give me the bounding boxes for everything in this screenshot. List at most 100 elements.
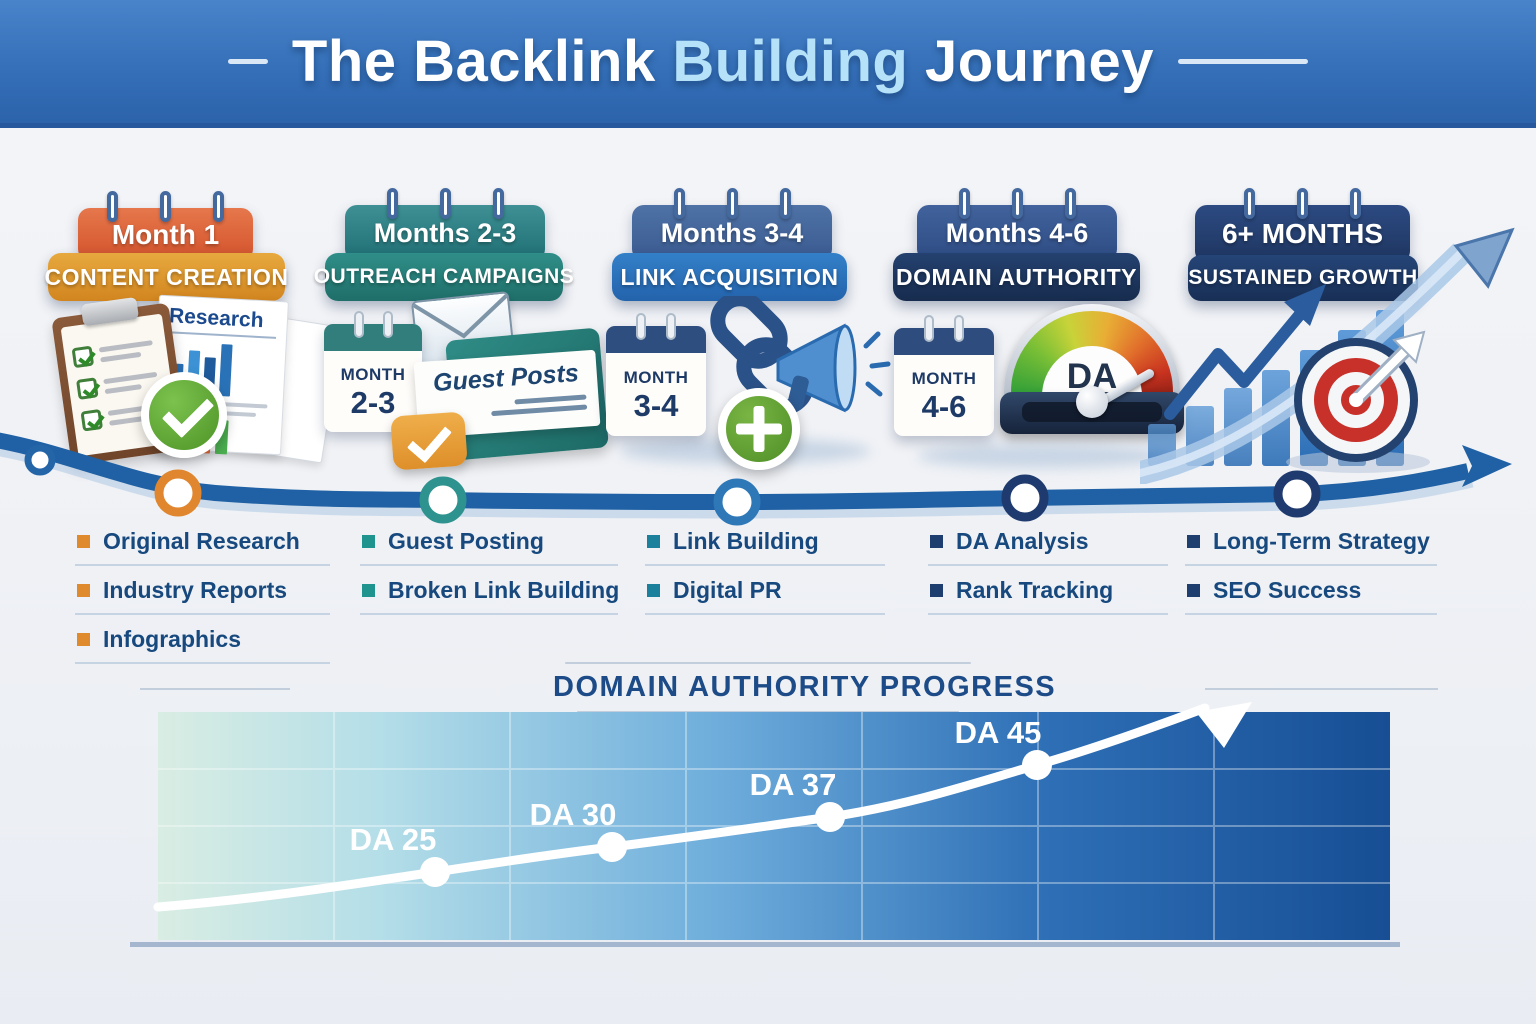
list-item: Long-Term Strategy <box>1185 524 1437 566</box>
bullet-square-icon <box>1187 584 1200 597</box>
bullet-label: DA Analysis <box>956 528 1089 554</box>
data-label-da30: DA 30 <box>530 797 617 832</box>
stage2-phase-pill: OUTREACH CAMPAIGNS <box>314 253 574 301</box>
stage4-icon-cluster: MONTH 4-6 DA <box>888 298 1188 470</box>
stage5-phase-pill: SUSTAINED GROWTH <box>1188 255 1418 301</box>
stage1-month-card: Month 1 <box>78 191 253 261</box>
timeline-node-stage1 <box>154 469 202 517</box>
bullet-square-icon <box>362 535 375 548</box>
bullet-square-icon <box>362 584 375 597</box>
mini-calendar-month-range: 2-3 <box>350 384 396 420</box>
list-item: Infographics <box>75 622 330 664</box>
stage2-bullet-list: Guest Posting Broken Link Building <box>360 524 619 622</box>
chart-title-left-dash <box>140 688 290 690</box>
binder-rings-icon <box>345 188 545 219</box>
timeline-node-stage4 <box>1001 474 1049 522</box>
stage4-month-label: Months 4-6 <box>945 217 1089 248</box>
binder-rings-icon <box>917 188 1117 219</box>
stage2-icon-cluster: MONTH 2-3 Guest Posts <box>322 291 612 471</box>
stage5-month-label: 6+ MONTHS <box>1221 218 1384 249</box>
bullet-label: Rank Tracking <box>956 577 1114 603</box>
envelope-icon <box>410 291 516 365</box>
binder-rings-icon <box>632 188 832 219</box>
list-item: DA Analysis <box>928 524 1168 566</box>
bullet-label: SEO Success <box>1213 577 1362 603</box>
research-doc-title: Research <box>168 304 278 339</box>
megaphone-icon <box>776 323 891 413</box>
stage4-month-card: Months 4-6 <box>917 188 1117 261</box>
list-item: Link Building <box>645 524 885 566</box>
binder-rings-icon <box>78 191 253 222</box>
stage4-phase-pill: DOMAIN AUTHORITY <box>893 253 1140 301</box>
binder-rings-icon <box>1195 188 1410 219</box>
stage3-month-label: Months 3-4 <box>660 217 804 248</box>
data-label-da25: DA 25 <box>350 822 437 857</box>
cluster-shadow <box>918 444 1168 468</box>
bullet-label: Original Research <box>103 528 300 554</box>
timeline-node-stage5 <box>1273 470 1321 518</box>
list-item: Broken Link Building <box>360 573 619 615</box>
bullet-label: Link Building <box>673 528 819 554</box>
list-item: Original Research <box>75 524 330 566</box>
stage1-phase-pill: CONTENT CREATION <box>45 253 288 301</box>
bullet-label: Industry Reports <box>103 577 288 603</box>
trend-arrowhead-icon <box>1196 702 1252 748</box>
stage3-bullet-list: Link Building Digital PR <box>645 524 885 622</box>
chart-title-right-dash <box>1205 688 1438 690</box>
stage1-bullet-list: Original Research Industry Reports Infog… <box>75 524 330 671</box>
data-label-da37: DA 37 <box>750 767 837 802</box>
bullet-label: Infographics <box>103 626 242 652</box>
bullet-square-icon <box>647 584 660 597</box>
data-label-da45: DA 45 <box>955 715 1042 750</box>
bullet-label: Guest Posting <box>388 528 544 554</box>
data-point-da45 <box>1022 750 1052 780</box>
stage5-month-card: 6+ MONTHS <box>1195 188 1410 263</box>
stage3-month-card: Months 3-4 <box>632 188 832 261</box>
title-part-building: Building <box>672 29 909 94</box>
stage5-icon-cluster <box>1118 222 1536 489</box>
zigzag-arrow-icon <box>1164 284 1326 420</box>
title-left-rule <box>227 59 268 64</box>
mini-calendar-icon: MONTH 4-6 <box>894 315 994 436</box>
mini-calendar-month-word: MONTH <box>623 367 689 387</box>
list-item: Digital PR <box>645 573 885 615</box>
bullet-square-icon <box>77 584 90 597</box>
da-progress-chart: DA 25 DA 30 DA 37 DA 45 <box>130 702 1400 947</box>
title-part-backlink: Backlink <box>413 29 656 94</box>
growth-swoosh-arrow-icon <box>1118 227 1515 489</box>
bullet-square-icon <box>1187 535 1200 548</box>
chart-base-shadow <box>130 942 1400 947</box>
mini-calendar-month-word: MONTH <box>340 364 406 384</box>
timeline <box>0 432 1512 526</box>
timeline-node-stage2 <box>419 476 467 524</box>
da-gauge-icon: DA <box>1000 304 1184 456</box>
timeline-node-stage3 <box>713 478 761 526</box>
list-item: Guest Posting <box>360 524 618 566</box>
stage1-icon-cluster: Research <box>51 294 345 468</box>
data-point-da37 <box>815 802 845 832</box>
chart-title-rule-top <box>565 662 971 664</box>
mini-calendar-month-range: 3-4 <box>633 387 679 423</box>
stage1-month-label: Month 1 <box>111 218 220 250</box>
page-title: The Backlink Building Journey <box>292 28 1154 95</box>
list-item: Rank Tracking <box>928 573 1168 615</box>
check-circle-icon <box>141 372 227 458</box>
plus-circle-icon <box>718 388 800 470</box>
target-shadow <box>1286 451 1430 473</box>
stage3-icon-cluster: MONTH 3-4 <box>600 296 896 470</box>
mini-calendar-month-word: MONTH <box>911 368 977 388</box>
data-point-da30 <box>597 832 627 862</box>
mini-calendar-icon: MONTH 3-4 <box>606 313 706 436</box>
mini-calendar-month-range: 4-6 <box>921 388 967 424</box>
bullet-label: Digital PR <box>673 577 782 603</box>
list-item: Industry Reports <box>75 573 330 615</box>
gauge-hub <box>1076 386 1108 418</box>
list-item: SEO Success <box>1185 573 1437 615</box>
data-point-da25 <box>420 857 450 887</box>
bullet-square-icon <box>77 535 90 548</box>
header-banner: The Backlink Building Journey <box>0 0 1536 128</box>
bullet-label: Long-Term Strategy <box>1213 528 1430 554</box>
stage3-phase-pill: LINK ACQUISITION <box>612 253 847 301</box>
title-right-rule <box>1178 59 1309 64</box>
